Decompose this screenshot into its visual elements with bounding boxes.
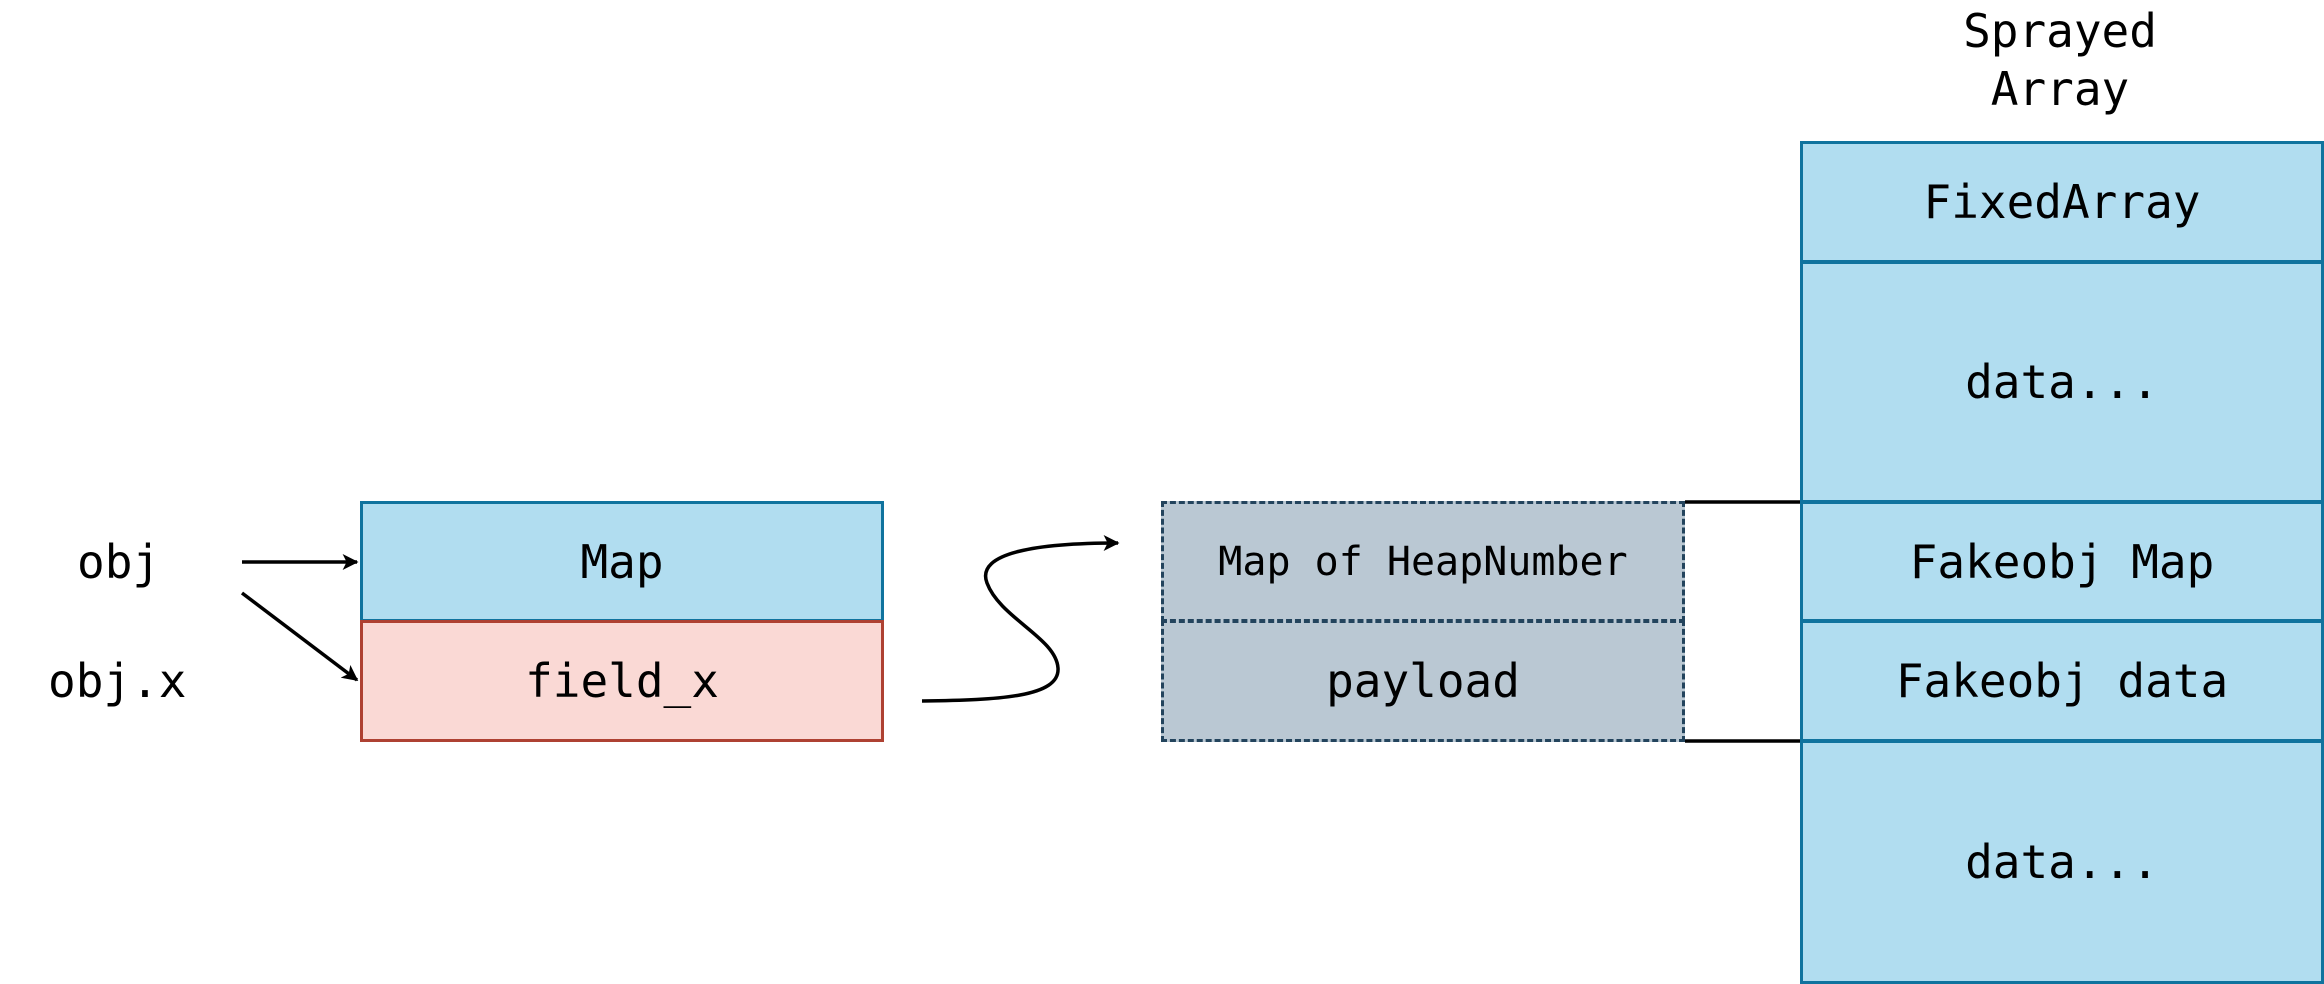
sprayed-array-title-line1: Sprayed [1963, 4, 2157, 58]
sprayed-data-bottom-cell: data... [1800, 740, 2324, 984]
sprayed-fixedarray-cell: FixedArray [1800, 141, 2324, 263]
obj-x-label: obj.x [48, 654, 187, 708]
sprayed-array-title: Sprayed Array [1800, 2, 2320, 118]
sprayed-array-title-line2: Array [1990, 62, 2130, 116]
field-to-fake-object-arrow [921, 535, 1120, 703]
sprayed-fakeobj-map-cell: Fakeobj Map [1800, 501, 2324, 622]
sprayed-fakeobj-data-cell: Fakeobj data [1800, 620, 2324, 742]
object-field-x-cell: field_x [360, 620, 884, 742]
sprayed-data-top-cell: data... [1800, 261, 2324, 503]
obj-label: obj [77, 535, 161, 589]
obj-x-pointer-arrow [240, 591, 359, 682]
fake-payload-cell: payload [1161, 620, 1685, 742]
